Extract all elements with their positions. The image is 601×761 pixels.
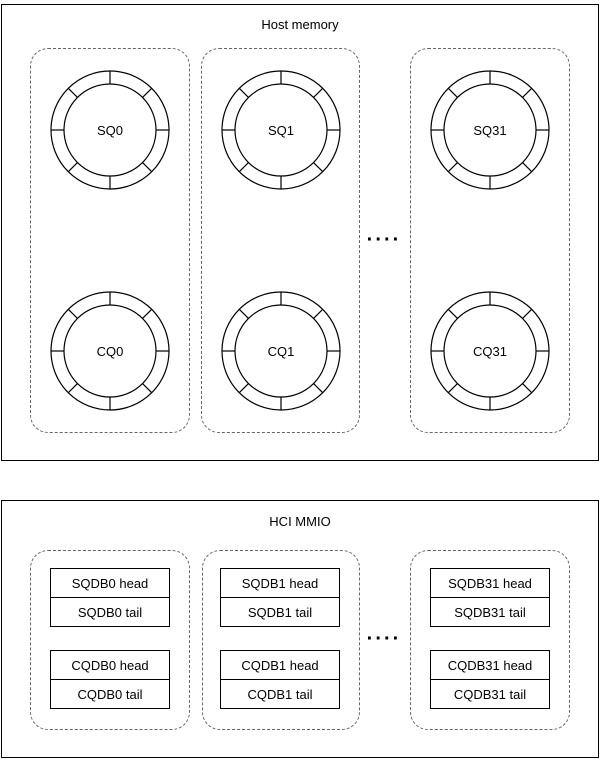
sq1-queue-ring: SQ1 — [221, 70, 341, 190]
host-memory-panel: Host memory SQ0 SQ1 — [1, 4, 599, 461]
cqdb31-tail-box: CQDB31 tail — [430, 679, 550, 709]
circular-queue-ring-icon — [430, 291, 550, 411]
continuation-dots: ···· — [366, 628, 402, 650]
sqdb31-tail-box: SQDB31 tail — [430, 597, 550, 627]
sqdb31-head-box: SQDB31 head — [430, 568, 550, 598]
sqdb1-tail-box: SQDB1 tail — [220, 597, 340, 627]
sqdb0-tail-box: SQDB0 tail — [50, 597, 170, 627]
sq31-label: SQ31 — [473, 122, 507, 138]
hci-mmio-panel: HCI MMIO SQDB0 head SQDB0 tail CQDB0 hea… — [1, 500, 599, 758]
cqdb1-head-box: CQDB1 head — [220, 650, 340, 680]
cq0-queue-ring: CQ0 — [50, 291, 170, 411]
hci-mmio-title: HCI MMIO — [269, 514, 331, 529]
circular-queue-ring-icon — [50, 70, 170, 190]
cq1-label: CQ1 — [267, 343, 295, 359]
doorbell-group-0 — [30, 550, 190, 730]
cqdb0-head-box: CQDB0 head — [50, 650, 170, 680]
circular-queue-ring-icon — [430, 70, 550, 190]
cqdb1-tail-box: CQDB1 tail — [220, 679, 340, 709]
sq31-queue-ring: SQ31 — [430, 70, 550, 190]
doorbell-group-1 — [202, 550, 360, 730]
cqdb0-tail-box: CQDB0 tail — [50, 679, 170, 709]
circular-queue-ring-icon — [221, 70, 341, 190]
queue-pair-group-31 — [410, 48, 570, 433]
queue-pair-group-1 — [201, 48, 360, 433]
cq1-queue-ring: CQ1 — [221, 291, 341, 411]
sqdb0-head-box: SQDB0 head — [50, 568, 170, 598]
sq1-label: SQ1 — [267, 122, 294, 138]
cq31-queue-ring: CQ31 — [430, 291, 550, 411]
circular-queue-ring-icon — [221, 291, 341, 411]
circular-queue-ring-icon — [50, 291, 170, 411]
cqdb31-head-box: CQDB31 head — [430, 650, 550, 680]
cq31-label: CQ31 — [473, 343, 507, 359]
cq0-label: CQ0 — [96, 343, 124, 359]
sq0-queue-ring: SQ0 — [50, 70, 170, 190]
sq0-label: SQ0 — [96, 122, 123, 138]
queue-pair-group-0 — [30, 48, 190, 433]
doorbell-group-31 — [410, 550, 570, 730]
host-memory-title: Host memory — [261, 17, 339, 32]
continuation-dots: ···· — [366, 229, 402, 251]
sqdb1-head-box: SQDB1 head — [220, 568, 340, 598]
